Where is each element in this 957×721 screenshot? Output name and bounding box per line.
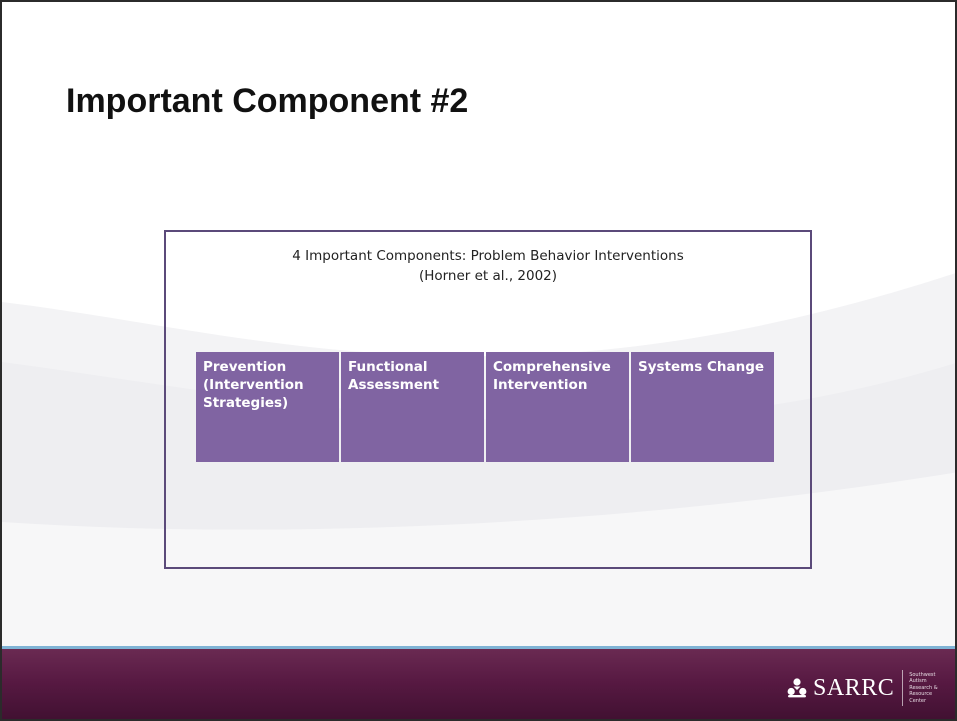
sarrc-three-figures-icon <box>787 678 807 698</box>
logo-subtitle-line: Southwest <box>909 671 936 678</box>
component-label: Intervention <box>493 377 588 393</box>
logo-subtitle-line: Autism <box>909 678 927 685</box>
logo-subtitle-line: Research & <box>909 684 938 691</box>
diagram-heading: 4 Important Components: Problem Behavior… <box>166 246 810 286</box>
component-label: Assessment <box>348 377 440 393</box>
logo-text: SARRC <box>813 674 895 701</box>
component-label: Functional <box>348 359 428 375</box>
component-label: (Intervention <box>203 377 304 393</box>
components-diagram: 4 Important Components: Problem Behavior… <box>164 230 812 569</box>
logo-subtitle: Southwest Autism Research & Resource Cen… <box>909 672 949 705</box>
component-prevention: Prevention (Intervention Strategies) <box>196 352 339 462</box>
components-row: Prevention (Intervention Strategies) Fun… <box>196 352 774 462</box>
component-functional-assessment: Functional Assessment <box>341 352 484 462</box>
sarrc-logo: SARRC Southwest Autism Research & Resour… <box>786 670 949 706</box>
page-title: Important Component #2 <box>66 82 469 120</box>
footer-accent-line <box>2 646 955 649</box>
component-label: Prevention <box>203 359 287 375</box>
component-systems-change: Systems Change <box>631 352 774 462</box>
component-label: Systems Change <box>638 359 765 375</box>
diagram-heading-line-2: (Horner et al., 2002) <box>418 268 558 284</box>
logo-subtitle-line: Center <box>909 697 927 704</box>
logo-subtitle-line: Resource <box>909 691 933 698</box>
component-comprehensive-intervention: Comprehensive Intervention <box>486 352 629 462</box>
logo-divider <box>902 670 904 706</box>
component-label: Comprehensive <box>493 359 611 375</box>
component-label: Strategies) <box>203 395 289 411</box>
diagram-heading-line-1: 4 Important Components: Problem Behavior… <box>292 248 684 264</box>
